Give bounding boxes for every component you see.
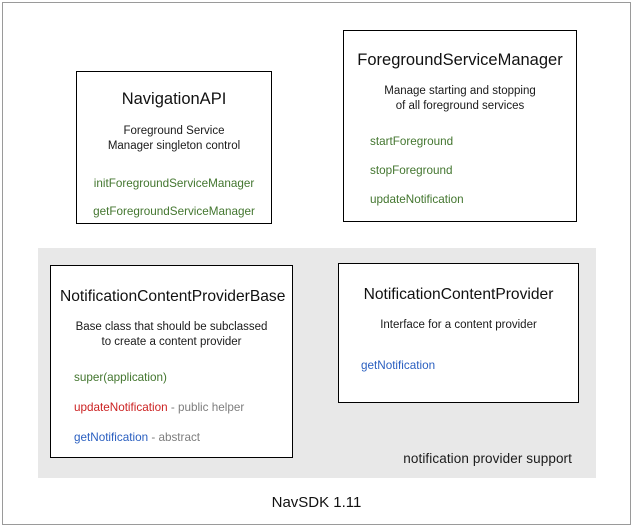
class-title-notification-content-provider: NotificationContentProvider — [363, 286, 554, 303]
member-list-notification-content-provider-base: super(application) updateNotification - … — [60, 371, 283, 445]
member-name: super(application) — [74, 370, 167, 384]
class-description-line: of all foreground services — [395, 100, 525, 113]
member-name: initForegroundServiceManager — [93, 177, 255, 190]
member-note: - abstract — [148, 431, 201, 445]
footer-caption: NavSDK 1.11 — [271, 494, 362, 511]
member-name: updateNotification — [370, 193, 464, 207]
member-name: startForeground — [370, 135, 454, 148]
class-title-foreground-service-manager: ForegroundServiceManager — [357, 51, 563, 69]
class-description-navigation-api: Foreground Service Manager singleton con… — [87, 124, 261, 155]
group-panel-label: notification provider support — [403, 451, 572, 466]
member-item[interactable]: getNotification — [361, 359, 435, 373]
class-title-notification-content-provider-base: NotificationContentProviderBase — [60, 288, 286, 305]
member-item[interactable]: startForeground — [370, 135, 453, 149]
member-item[interactable]: initForegroundServiceManager — [94, 177, 254, 191]
member-list-notification-content-provider: getNotification — [349, 359, 568, 373]
class-description-line: Manager singleton control — [107, 140, 241, 153]
class-description-line: to create a content provider — [101, 336, 242, 349]
member-list-foreground-service-manager: startForeground stopForeground updateNot… — [356, 135, 564, 207]
class-description-line: Base class that should be subclassed — [75, 320, 268, 333]
class-title-navigation-api: NavigationAPI — [121, 90, 227, 108]
class-box-notification-content-provider-base[interactable]: NotificationContentProviderBase Base cla… — [50, 265, 293, 458]
member-item[interactable]: stopForeground — [370, 164, 453, 178]
member-note: - public helper — [167, 400, 245, 414]
class-description-notification-content-provider-base: Base class that should be subclassed to … — [60, 320, 283, 351]
member-name: stopForeground — [370, 164, 453, 178]
class-box-foreground-service-manager[interactable]: ForegroundServiceManager Manage starting… — [343, 30, 577, 222]
member-name: updateNotification — [74, 400, 168, 414]
member-name: getNotification — [74, 431, 149, 445]
class-description-line: Manage starting and stopping — [384, 84, 536, 97]
class-description-line: Interface for a content provider — [380, 318, 537, 331]
class-box-navigation-api[interactable]: NavigationAPI Foreground Service Manager… — [76, 71, 272, 224]
class-description-notification-content-provider: Interface for a content provider — [349, 318, 568, 334]
class-description-foreground-service-manager: Manage starting and stopping of all fore… — [356, 84, 564, 115]
member-item[interactable]: updateNotification — [370, 193, 464, 207]
member-list-navigation-api: initForegroundServiceManager getForegrou… — [87, 177, 261, 219]
member-item[interactable]: getNotification - abstract — [74, 431, 200, 445]
member-item[interactable]: getForegroundServiceManager — [93, 205, 255, 219]
member-item[interactable]: super(application) — [74, 371, 167, 385]
class-box-notification-content-provider[interactable]: NotificationContentProvider Interface fo… — [338, 263, 579, 403]
class-description-line: Foreground Service — [123, 124, 225, 137]
member-name: getForegroundServiceManager — [93, 205, 255, 219]
member-name: getNotification — [361, 359, 436, 373]
member-item[interactable]: updateNotification - public helper — [74, 401, 244, 415]
